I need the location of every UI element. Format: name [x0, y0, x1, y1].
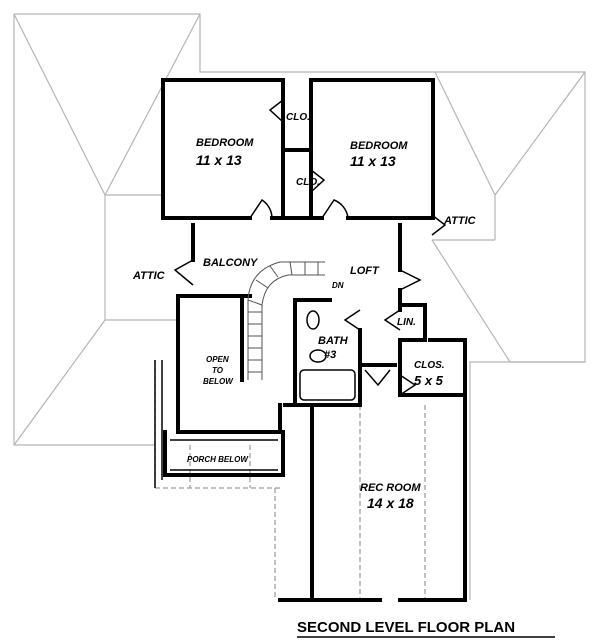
- bath-fixtures: [299, 310, 356, 401]
- attic-right-label: ATTIC: [443, 215, 477, 227]
- attic-left-label: ATTIC: [132, 270, 166, 282]
- plan-title: SECOND LEVEL FLOOR PLAN: [297, 619, 515, 636]
- bath-name: BATH: [318, 335, 349, 347]
- bedroom-right-size: 11 x 13: [350, 153, 396, 169]
- rec-room-size: 14 x 18: [367, 495, 414, 511]
- bedroom-right-name: BEDROOM: [350, 140, 408, 152]
- staircase: [247, 261, 325, 380]
- roof-outline: [13, 13, 586, 600]
- walls: [154, 78, 467, 602]
- bath-number: #3: [324, 349, 336, 361]
- open-to-below-line1: OPEN: [206, 355, 229, 364]
- balcony-label: BALCONY: [203, 257, 259, 269]
- bedroom-left-size: 11 x 13: [196, 152, 242, 168]
- dashed-outlines: [154, 360, 426, 600]
- bedroom-left-name: BEDROOM: [196, 137, 254, 149]
- closet-size: 5 x 5: [414, 373, 444, 388]
- linen-closet-label: LIN.: [397, 317, 416, 328]
- open-to-below-line2: TO: [212, 366, 224, 375]
- door-swings: [173, 99, 447, 396]
- closet-top-label: CLO.: [286, 112, 310, 123]
- rec-room-name: REC ROOM: [360, 482, 421, 494]
- loft-label: LOFT: [350, 265, 380, 277]
- open-to-below-line3: BELOW: [203, 377, 234, 386]
- closet-bottom-label: CLO.: [296, 177, 320, 188]
- closet-name: CLOS.: [414, 360, 445, 371]
- room-labels: BEDROOM 11 x 13 BEDROOM 11 x 13 CLO. CLO…: [132, 112, 477, 511]
- stairs-down-label: DN: [332, 281, 344, 290]
- porch-below-label: PORCH BELOW: [187, 455, 249, 464]
